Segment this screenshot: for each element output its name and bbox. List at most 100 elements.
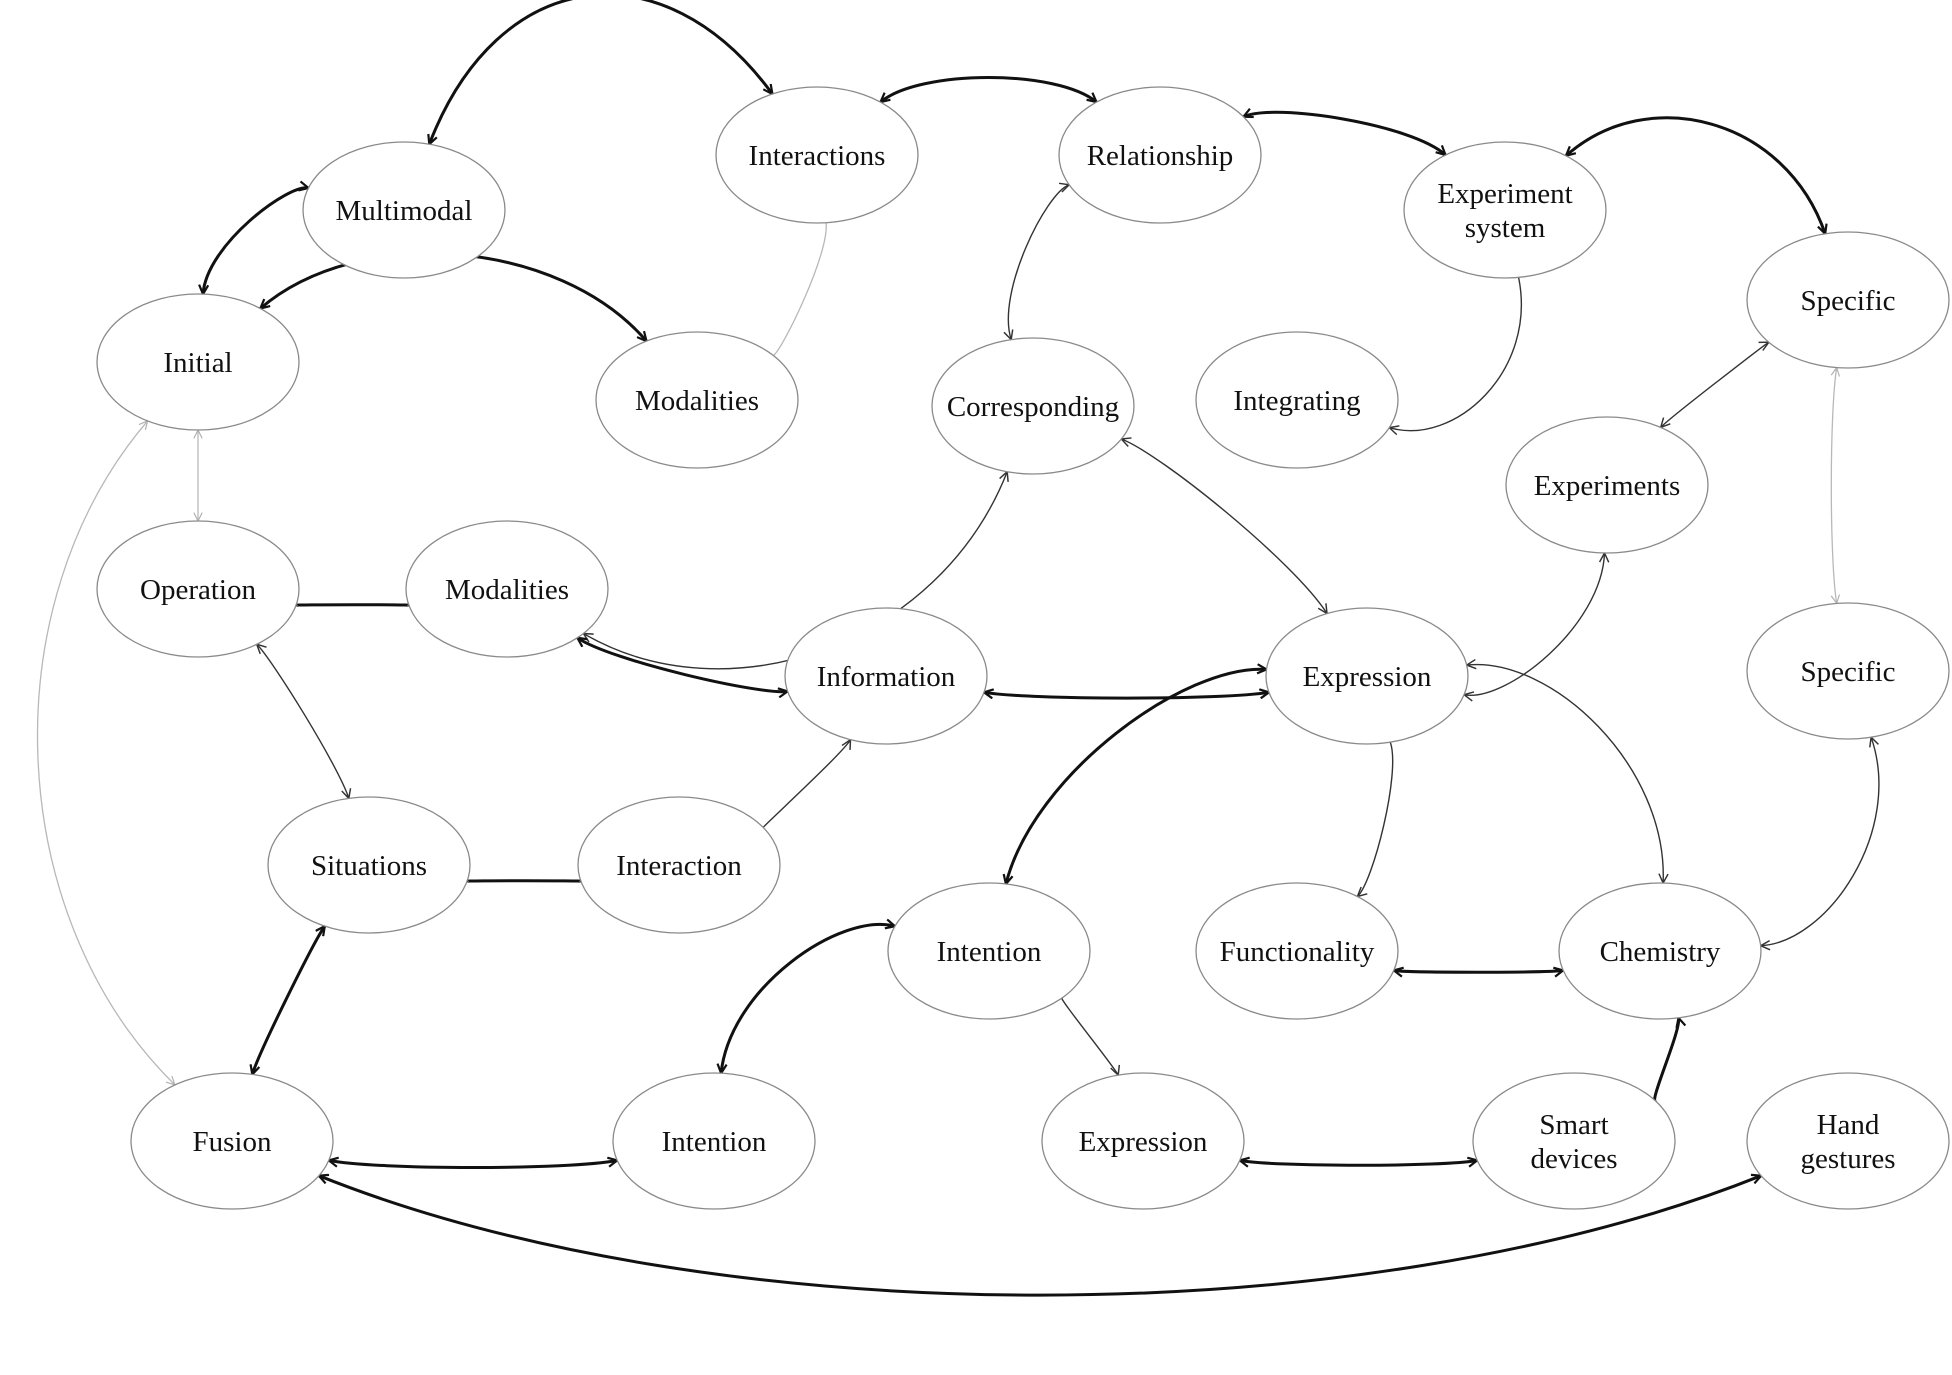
edge-information-to-expression_mid <box>984 692 1269 700</box>
node-ellipse <box>1472 1072 1676 1210</box>
node-corresponding: Corresponding <box>931 337 1135 475</box>
node-ellipse <box>931 337 1135 475</box>
node-ellipse <box>1505 416 1709 554</box>
node-experiments: Experiments <box>1505 416 1709 554</box>
node-label: Information <box>817 661 956 693</box>
edge-experiment_system-to-integrating <box>1389 277 1522 430</box>
node-label: Fusion <box>193 1126 272 1158</box>
node-situations: Situations <box>267 796 471 934</box>
edge-functionality-to-chemistry <box>1394 970 1563 972</box>
edge-specific_top-to-specific_mid <box>1830 368 1836 604</box>
node-ellipse <box>1746 602 1950 740</box>
edge-interaction-to-information <box>763 740 850 828</box>
node-ellipse <box>1403 141 1607 279</box>
node-modalities-mid: Modalities <box>405 520 609 658</box>
edge-situations-to-interaction <box>467 881 581 882</box>
node-ellipse <box>595 331 799 469</box>
node-ellipse <box>1195 331 1399 469</box>
node-ellipse <box>1195 882 1399 1020</box>
node-ellipse <box>612 1072 816 1210</box>
edge-corresponding-to-expression_mid <box>1121 439 1327 614</box>
node-ellipse <box>1265 607 1469 745</box>
node-ellipse <box>267 796 471 934</box>
node-label: Modalities <box>635 385 759 417</box>
edge-initial-to-fusion <box>36 421 175 1085</box>
node-ellipse <box>577 796 781 934</box>
edge-relationship-to-experiment_system <box>1244 112 1446 155</box>
edge-expression_mid-to-intention_mid <box>1006 669 1267 884</box>
node-label: gestures <box>1800 1143 1895 1175</box>
node-functionality: Functionality <box>1195 882 1399 1020</box>
edge-expression_mid-to-chemistry <box>1467 665 1664 883</box>
node-specific-mid: Specific <box>1746 602 1950 740</box>
node-intention-bottom: Intention <box>612 1072 816 1210</box>
edge-fusion-to-intention_bottom <box>329 1160 617 1170</box>
node-label: Smart <box>1539 1109 1608 1141</box>
node-label: Initial <box>163 347 232 379</box>
node-ellipse <box>405 520 609 658</box>
node-ellipse <box>1746 231 1950 369</box>
node-modalities-top: Modalities <box>595 331 799 469</box>
edge-multimodal-to-initial <box>203 188 308 294</box>
node-relationship: Relationship <box>1058 86 1262 224</box>
node-ellipse <box>130 1072 334 1210</box>
node-expression-mid: Expression <box>1265 607 1469 745</box>
edge-specific_top-to-experiments <box>1661 342 1769 427</box>
node-label: Intention <box>662 1126 767 1158</box>
edge-expression_mid-to-functionality <box>1357 741 1394 896</box>
node-fusion: Fusion <box>130 1072 334 1210</box>
node-label: Multimodal <box>336 195 473 227</box>
node-information: Information <box>784 607 988 745</box>
node-ellipse <box>96 293 300 431</box>
node-interaction: Interaction <box>577 796 781 934</box>
node-ellipse <box>784 607 988 745</box>
node-ellipse <box>1041 1072 1245 1210</box>
edge-multimodal-to-interactions <box>429 0 772 144</box>
node-label: Intention <box>937 936 1042 968</box>
node-label: Integrating <box>1233 385 1360 417</box>
node-label: Interactions <box>749 140 886 172</box>
node-label: devices <box>1531 1143 1618 1175</box>
node-label: Expression <box>1303 661 1432 693</box>
edge-specific_mid-to-chemistry <box>1761 737 1880 946</box>
node-ellipse <box>887 882 1091 1020</box>
node-label: Interaction <box>616 850 742 882</box>
edge-chemistry-to-smart_devices <box>1655 1018 1679 1102</box>
edge-interactions-to-relationship <box>881 76 1097 103</box>
node-ellipse <box>715 86 919 224</box>
node-specific-top: Specific <box>1746 231 1950 369</box>
edge-modalities_top-to-interactions <box>772 222 827 357</box>
node-integrating: Integrating <box>1195 331 1399 469</box>
node-label: Operation <box>140 574 256 606</box>
node-chemistry: Chemistry <box>1558 882 1762 1020</box>
node-label: Experiment <box>1437 178 1572 210</box>
node-label: Specific <box>1800 656 1895 688</box>
edge-intention_bottom-to-intention_mid <box>721 924 895 1073</box>
node-label: Hand <box>1817 1109 1880 1141</box>
node-label: Specific <box>1800 285 1895 317</box>
edge-corresponding-to-relationship <box>1008 185 1069 340</box>
node-label: system <box>1465 212 1546 244</box>
edge-expression_bottom-to-smart_devices <box>1240 1160 1477 1165</box>
node-label: Experiments <box>1534 470 1681 502</box>
node-expression-bottom: Expression <box>1041 1072 1245 1210</box>
node-operation: Operation <box>96 520 300 658</box>
node-label: Expression <box>1079 1126 1208 1158</box>
edge-operation-to-situations <box>257 644 349 798</box>
node-label: Relationship <box>1087 140 1234 172</box>
node-ellipse <box>1058 86 1262 224</box>
node-ellipse <box>96 520 300 658</box>
edge-expression_mid-to-experiments <box>1464 553 1604 695</box>
node-label: Corresponding <box>947 391 1119 423</box>
edge-operation-to-modalities_mid <box>296 605 409 606</box>
node-label: Functionality <box>1220 936 1375 968</box>
node-label: Situations <box>311 850 427 882</box>
node-intention-mid: Intention <box>887 882 1091 1020</box>
node-ellipse <box>302 141 506 279</box>
edge-intention_mid-to-expression_bottom <box>1062 998 1119 1076</box>
